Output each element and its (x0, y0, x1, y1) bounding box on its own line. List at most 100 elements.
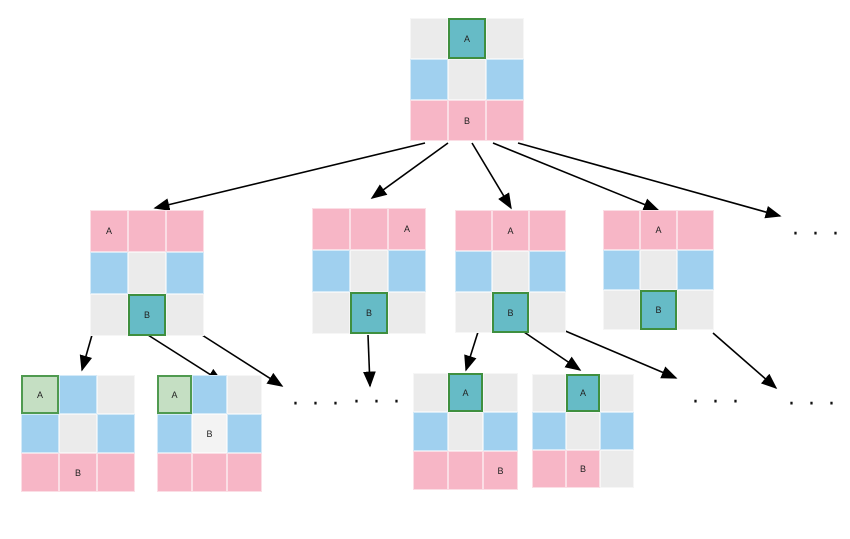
board-cell-l1-b-0-2: A (388, 208, 426, 250)
board-cell-l1-a-2-1: B (128, 294, 166, 336)
board-cell-l2-b-1-2 (227, 414, 262, 453)
board-cell-l2-b-1-1: B (192, 414, 227, 453)
ellipsis-3: · · · (353, 390, 403, 415)
ellipsis-4: · · · (692, 390, 742, 415)
board-cell-l2-c-2-2: B (483, 451, 518, 490)
board-cell-l1-d-2-1: B (640, 290, 677, 330)
board-cell-l2-d-1-1 (566, 412, 600, 450)
board-cell-l1-b-2-2 (388, 292, 426, 334)
board-cell-l1-d-2-2 (677, 290, 714, 330)
board-cell-l1-a-1-2 (166, 252, 204, 294)
arrow-12 (562, 329, 678, 379)
board-cell-root-1-2 (486, 59, 524, 100)
board-cell-l1-c-2-2 (529, 292, 566, 333)
board-cell-l2-c-1-0 (413, 412, 448, 451)
arrow-9 (363, 334, 376, 388)
arrow-10 (464, 331, 479, 372)
arrow-4 (492, 142, 660, 211)
board-cell-l1-a-0-0: A (90, 210, 128, 252)
board-cell-l1-b-0-1 (350, 208, 388, 250)
board-cell-l2-c-1-1 (448, 412, 483, 451)
board-cell-l2-a-1-1 (59, 414, 97, 453)
board-cell-l2-c-0-2 (483, 373, 518, 412)
board-cell-l2-b-2-0 (157, 453, 192, 492)
board-cell-root-2-1: B (448, 100, 486, 141)
board-cell-l2-d-1-2 (600, 412, 634, 450)
board-cell-l1-a-1-1 (128, 252, 166, 294)
board-cell-l2-d-0-2 (600, 374, 634, 412)
board-cell-l2-d-2-1: B (566, 450, 600, 488)
board-cell-root-0-0 (410, 18, 448, 59)
board-cell-l2-a-2-1: B (59, 453, 97, 492)
board-cell-l1-d-0-2 (677, 210, 714, 250)
board-cell-l2-d-2-0 (532, 450, 566, 488)
board-cell-l2-b-0-0: A (157, 375, 192, 414)
arrow-13 (712, 332, 778, 390)
board-cell-l2-d-0-0 (532, 374, 566, 412)
board-cell-l2-d-1-0 (532, 412, 566, 450)
arrow-8 (201, 334, 284, 387)
board-cell-l1-a-0-1 (128, 210, 166, 252)
board-cell-l1-b-2-0 (312, 292, 350, 334)
board-cell-l1-b-1-1 (350, 250, 388, 292)
board-cell-l2-d-0-1: A (566, 374, 600, 412)
arrow-1 (153, 142, 426, 211)
board-cell-l2-c-1-2 (483, 412, 518, 451)
arrow-5 (517, 142, 782, 219)
board-cell-l2-c-2-1 (448, 451, 483, 490)
arrow-3 (471, 142, 512, 210)
board-cell-l2-c-0-1: A (448, 373, 483, 412)
board-cell-l2-b-0-1 (192, 375, 227, 414)
board-cell-l2-a-0-0: A (21, 375, 59, 414)
board-cell-l1-c-2-0 (455, 292, 492, 333)
board-cell-l2-b-1-0 (157, 414, 192, 453)
board-cell-l1-c-1-0 (455, 251, 492, 292)
board-cell-l1-d-1-1 (640, 250, 677, 290)
board-cell-l1-c-1-2 (529, 251, 566, 292)
board-cell-l1-d-1-2 (677, 250, 714, 290)
board-cell-l1-c-2-1: B (492, 292, 529, 333)
board-cell-l1-c-0-0 (455, 210, 492, 251)
board-cell-l1-d-0-0 (603, 210, 640, 250)
board-cell-root-1-1 (448, 59, 486, 100)
board-cell-l2-d-2-2 (600, 450, 634, 488)
board-cell-l1-a-1-0 (90, 252, 128, 294)
board-cell-root-2-0 (410, 100, 448, 141)
board-cell-l1-c-1-1 (492, 251, 529, 292)
board-cell-root-0-1: A (448, 18, 486, 59)
arrow-2 (370, 142, 449, 199)
ellipsis-5: · · · (788, 392, 838, 417)
board-cell-l2-b-0-2 (227, 375, 262, 414)
board-cell-l1-a-0-2 (166, 210, 204, 252)
board-cell-l2-a-1-2 (97, 414, 135, 453)
board-cell-l2-b-2-2 (227, 453, 262, 492)
board-cell-l2-c-0-0 (413, 373, 448, 412)
ellipsis-2: · · · (292, 392, 342, 417)
board-cell-l2-a-0-2 (97, 375, 135, 414)
board-cell-l1-c-0-1: A (492, 210, 529, 251)
board-cell-l1-a-2-0 (90, 294, 128, 336)
board-cell-l2-a-1-0 (21, 414, 59, 453)
board-cell-l1-b-1-0 (312, 250, 350, 292)
board-cell-l2-a-2-0 (21, 453, 59, 492)
board-cell-l2-a-2-2 (97, 453, 135, 492)
ellipsis-1: · · · (792, 222, 842, 247)
arrow-11 (523, 331, 582, 371)
arrow-7 (147, 334, 224, 383)
board-cell-l1-b-1-2 (388, 250, 426, 292)
board-cell-l1-d-1-0 (603, 250, 640, 290)
board-cell-root-2-2 (486, 100, 524, 141)
board-cell-l1-b-0-0 (312, 208, 350, 250)
board-cell-l1-d-0-1: A (640, 210, 677, 250)
